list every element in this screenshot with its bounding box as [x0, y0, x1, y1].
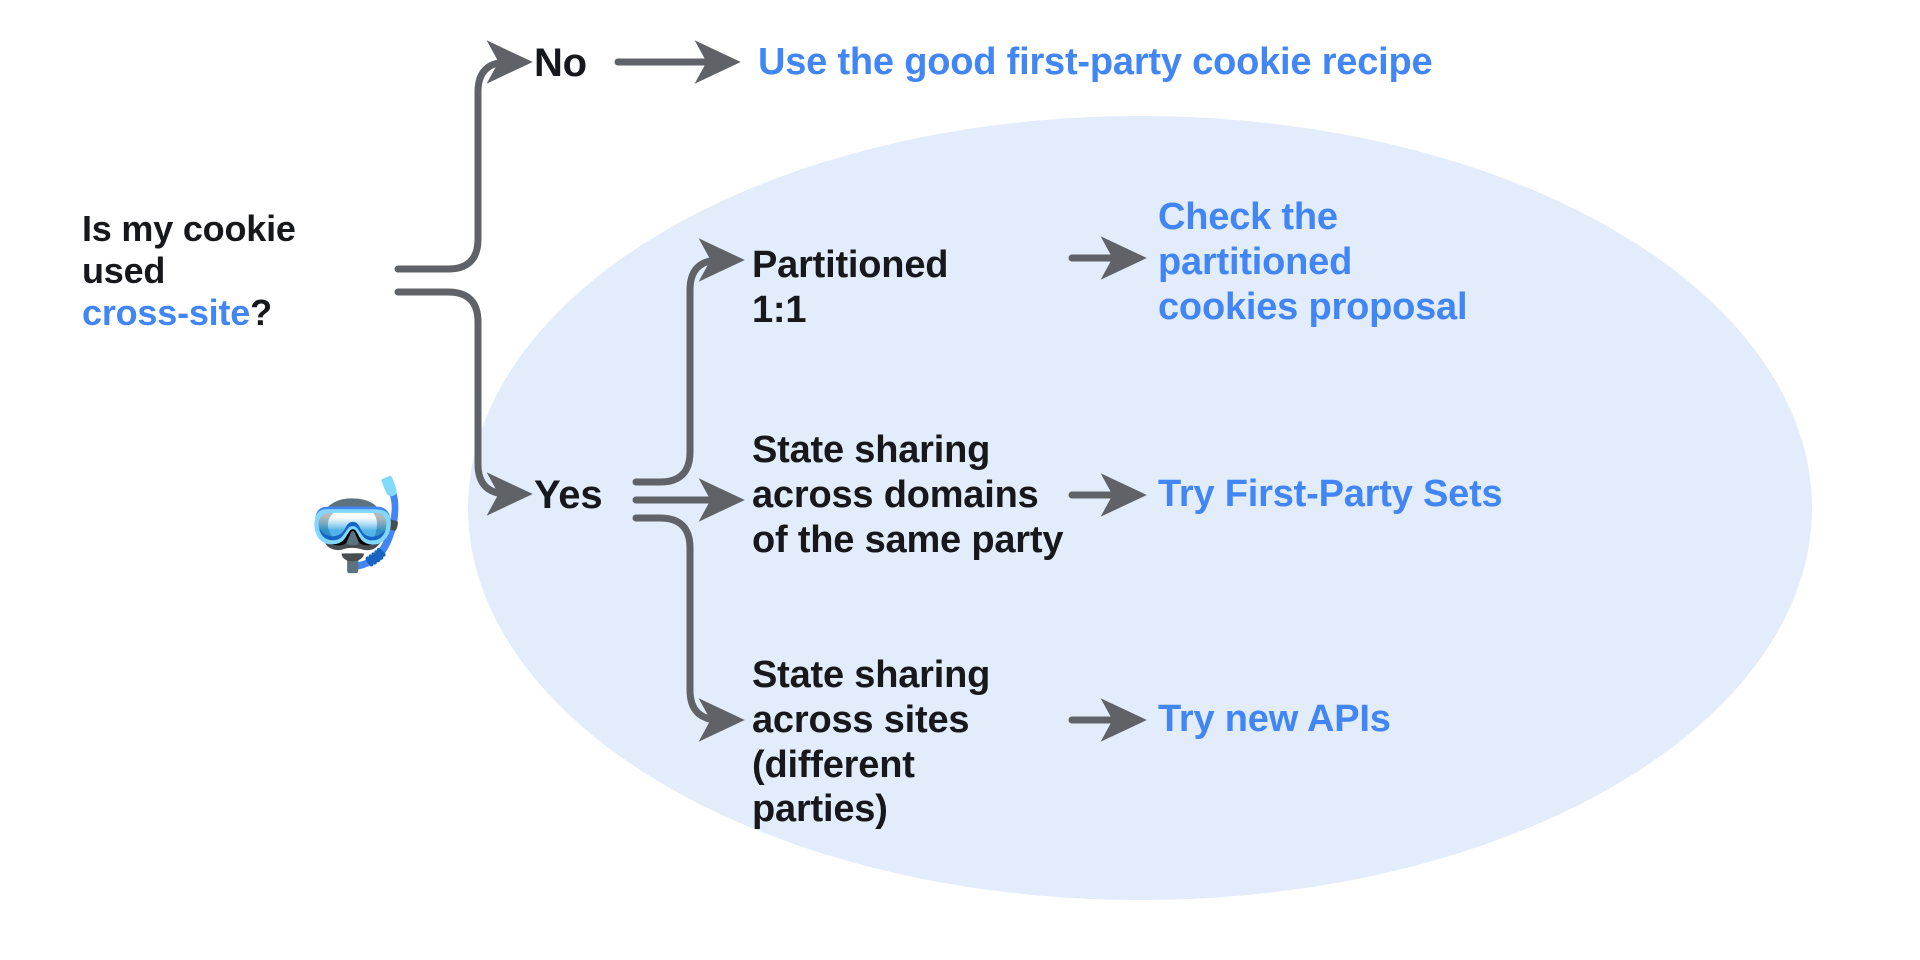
edge-yes-to-state-sites	[632, 514, 745, 742]
outcome-first-party-sets[interactable]: Try First-Party Sets	[1158, 473, 1503, 515]
question-mark: ?	[250, 291, 272, 333]
branch-label-no: No	[534, 41, 587, 85]
branch-label-yes: Yes	[534, 473, 603, 517]
outcome-first-party-cookie-recipe[interactable]: Use the good first-party cookie recipe	[758, 41, 1433, 83]
case-partitioned-1-1: Partitioned 1:1	[752, 244, 949, 331]
cross-site-link[interactable]: cross-site	[82, 291, 251, 333]
case-state-sharing-across-sites: State sharing across sites (different pa…	[752, 654, 991, 831]
outcome-try-new-apis[interactable]: Try new APIs	[1158, 698, 1391, 740]
question-line-1: Is my cookie	[82, 208, 296, 249]
edge-question-to-no	[394, 40, 533, 273]
snorkel-mask-icon: 🤿	[300, 475, 410, 574]
edge-question-to-yes	[394, 288, 533, 516]
edge-yes-to-partitioned	[632, 238, 745, 486]
question-line-2: used	[82, 249, 166, 291]
outcome-partitioned-cookies-proposal[interactable]: Check the partitioned cookies proposal	[1158, 196, 1468, 328]
case-state-sharing-across-domains: State sharing across domains of the same…	[752, 429, 1064, 561]
